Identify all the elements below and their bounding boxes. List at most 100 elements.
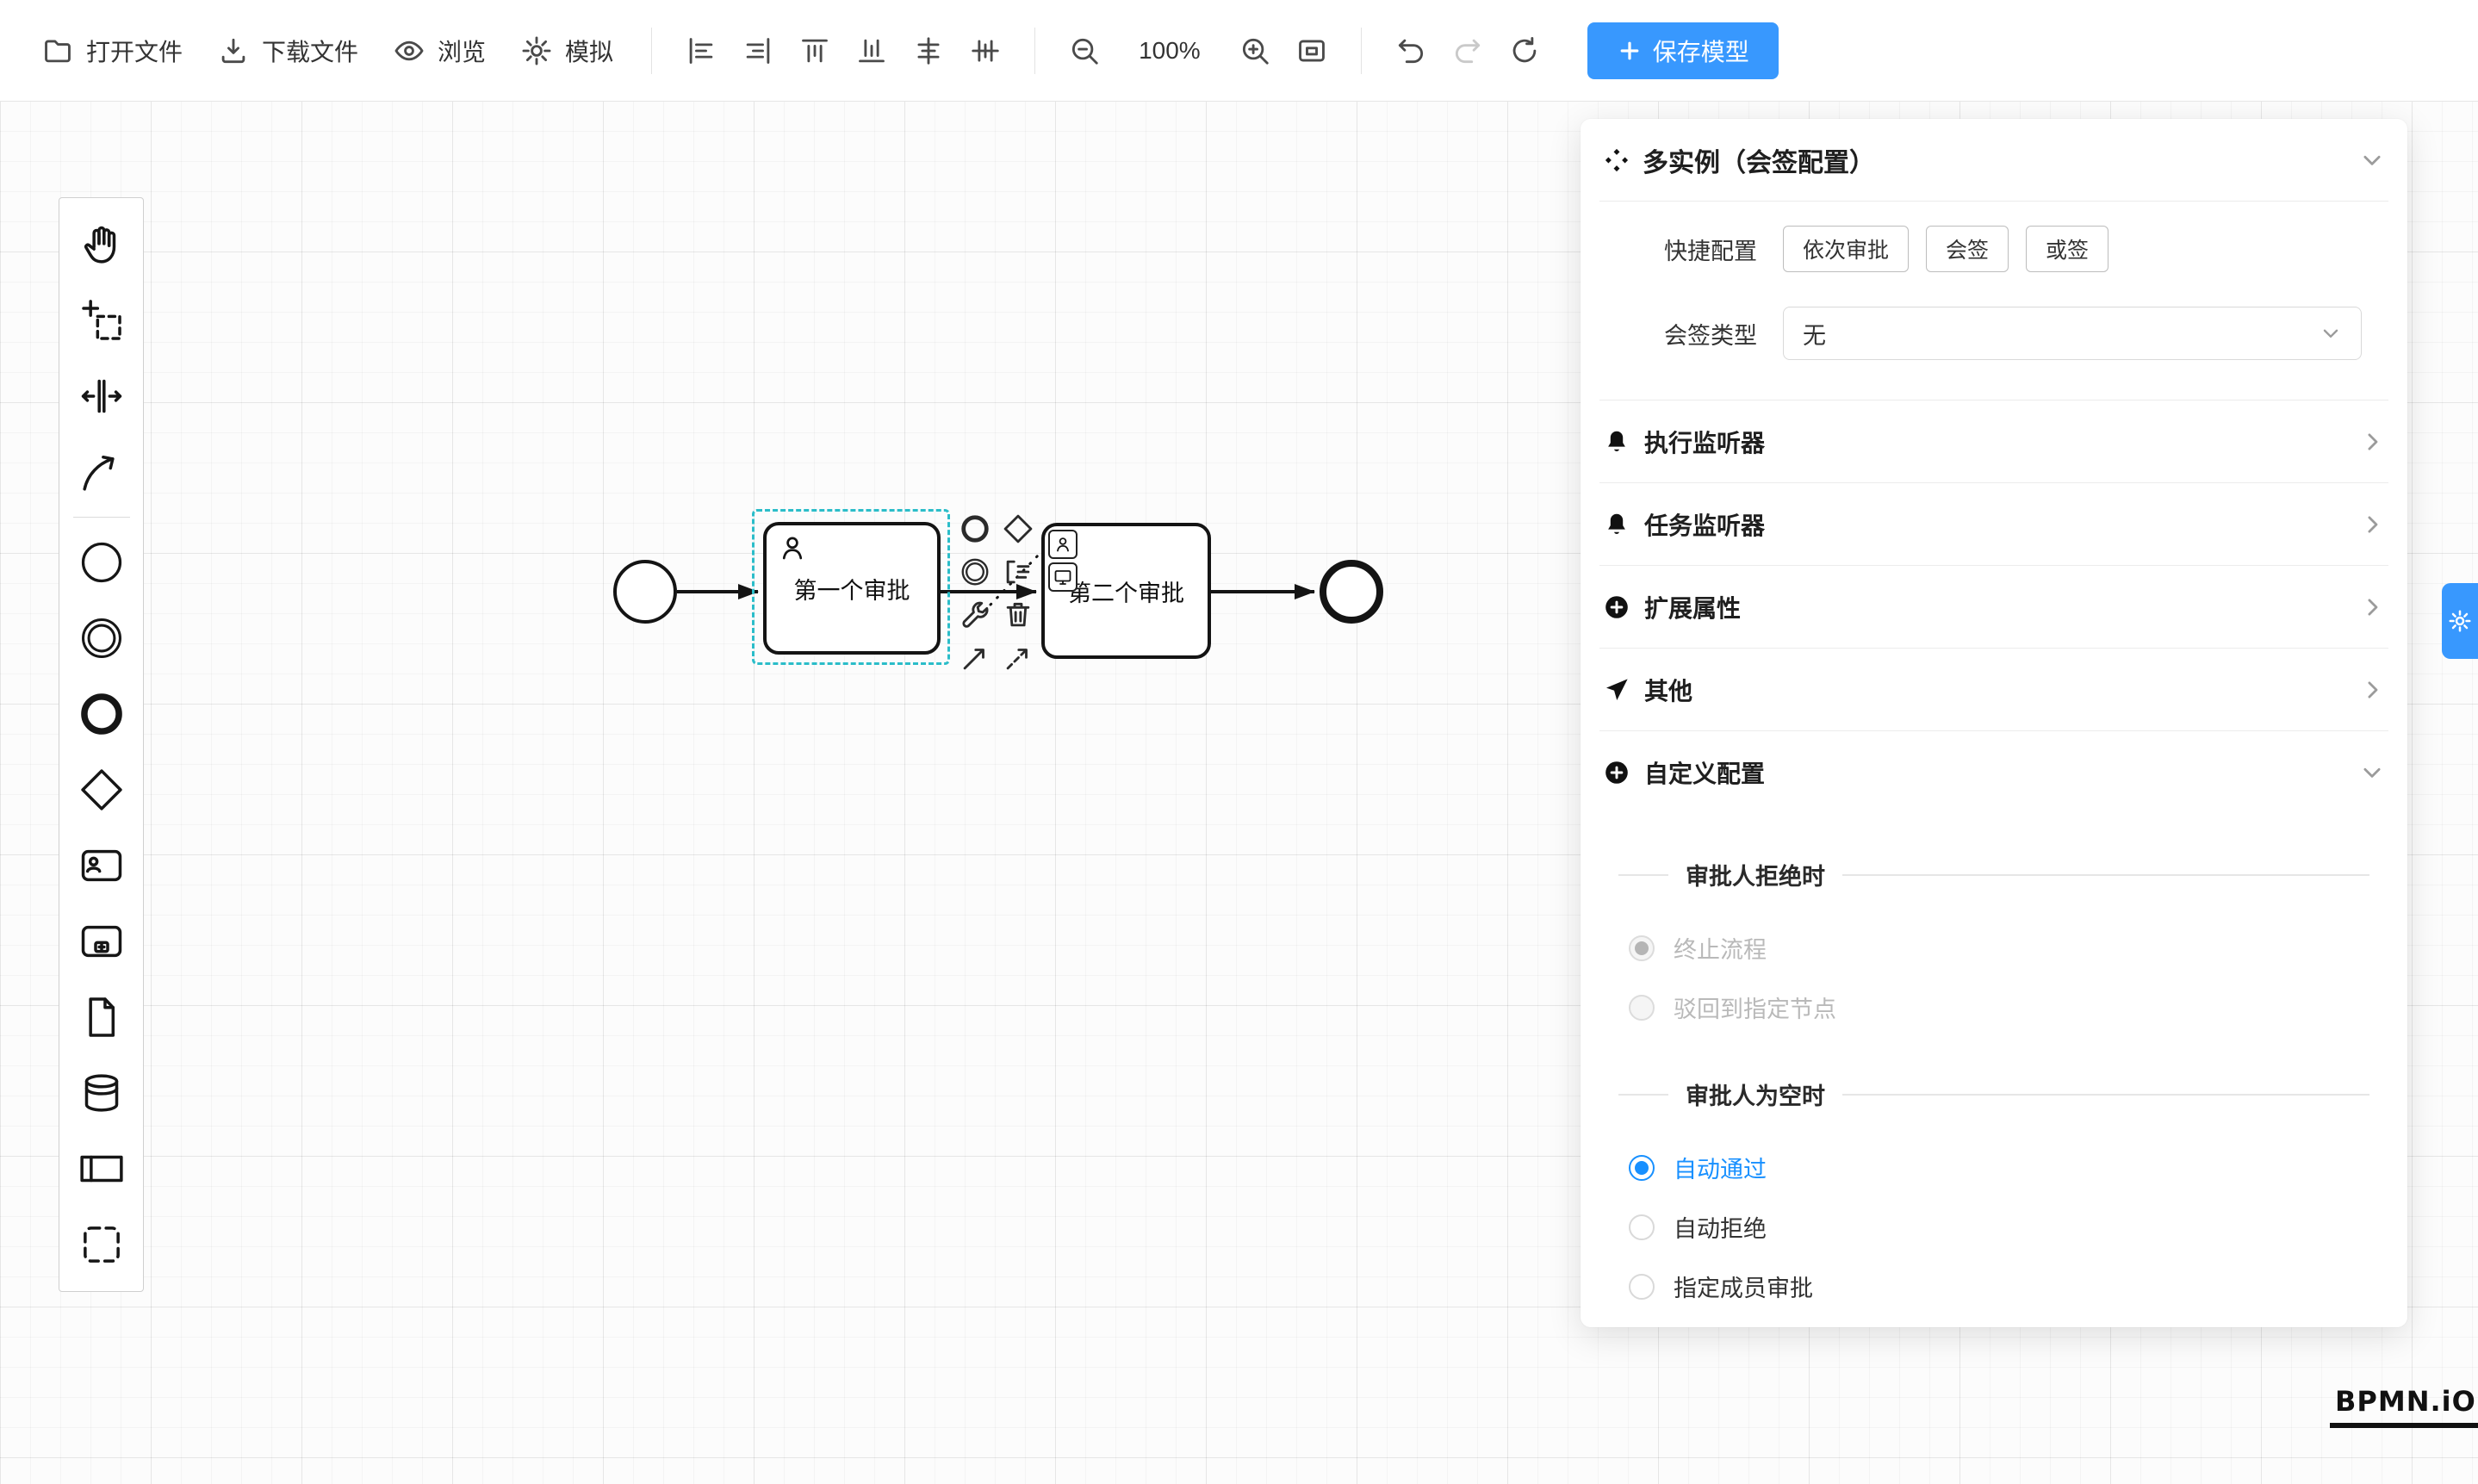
divider xyxy=(1599,201,2388,202)
radio-button[interactable] xyxy=(1629,1214,1655,1240)
chevron-right-icon xyxy=(2359,429,2385,455)
chip-sequential-approval[interactable]: 依次审批 xyxy=(1783,226,1910,272)
chevron-right-icon xyxy=(2359,512,2385,537)
task-label: 第一个审批 xyxy=(793,577,910,604)
sign-type-row: 会签类型 无 xyxy=(1581,307,2407,360)
lasso-tool[interactable] xyxy=(60,283,142,358)
participant-icon xyxy=(79,1155,123,1183)
section-multi-instance[interactable]: 多实例（会签配置） xyxy=(1581,119,2407,201)
sign-type-select[interactable]: 无 xyxy=(1783,307,2362,360)
create-group[interactable] xyxy=(60,1207,142,1282)
top-toolbar: 打开文件 下载文件 浏览 模拟 100% xyxy=(0,0,2478,102)
chip-or-sign[interactable]: 或签 xyxy=(2026,226,2109,272)
section-other[interactable]: 其他 xyxy=(1581,649,2407,730)
undo-button[interactable] xyxy=(1382,22,1439,79)
refresh-button[interactable] xyxy=(1496,22,1553,79)
start-event-icon xyxy=(81,542,121,583)
download-file-button[interactable]: 下载文件 xyxy=(200,20,376,82)
radio-auto-reject[interactable]: 自动拒绝 xyxy=(1581,1210,2407,1244)
global-connect-tool[interactable] xyxy=(60,434,142,510)
preview-button[interactable]: 浏览 xyxy=(376,20,503,82)
connect-arrow-icon xyxy=(82,455,115,491)
simulate-button[interactable]: 模拟 xyxy=(503,20,630,82)
save-model-button[interactable]: 保存模型 xyxy=(1587,22,1779,79)
divider xyxy=(1599,482,2388,483)
gear-icon xyxy=(522,36,551,65)
divider-empty-title: 审批人为空时 xyxy=(1581,1077,2407,1111)
radio-button xyxy=(1629,994,1655,1021)
connect-button[interactable] xyxy=(956,639,994,677)
radio-auto-pass[interactable]: 自动通过 xyxy=(1581,1151,2407,1184)
align-left-button[interactable] xyxy=(673,22,730,79)
start-event-shape[interactable] xyxy=(613,560,677,624)
append-gateway-button[interactable] xyxy=(999,510,1037,548)
eye-icon xyxy=(394,40,424,60)
append-intermediate-event-button[interactable] xyxy=(956,553,994,591)
append-annotation-button[interactable] xyxy=(999,553,1037,591)
task-second-approval[interactable]: 第二个审批 xyxy=(1041,523,1211,659)
end-event-shape[interactable] xyxy=(1320,560,1383,624)
association-button[interactable] xyxy=(999,639,1037,677)
toolbar-divider xyxy=(1034,27,1036,74)
end-event-icon xyxy=(961,515,989,543)
radio-label: 驳回到指定节点 xyxy=(1674,997,1836,1022)
align-bottom-button[interactable] xyxy=(843,22,900,79)
section-execution-listener[interactable]: 执行监听器 xyxy=(1581,400,2407,482)
divider xyxy=(1599,648,2388,649)
create-intermediate-event[interactable] xyxy=(60,600,142,676)
simulate-label: 模拟 xyxy=(565,38,614,65)
quick-config-label: 快捷配置 xyxy=(1664,238,1757,264)
fit-view-button[interactable] xyxy=(1283,22,1340,79)
change-type-button[interactable] xyxy=(956,596,994,634)
chevron-down-icon xyxy=(2320,322,2342,345)
chip-countersign[interactable]: 会签 xyxy=(1926,226,2009,272)
radio-button[interactable] xyxy=(1629,1273,1655,1300)
zoom-in-button[interactable] xyxy=(1227,22,1283,79)
open-file-label: 打开文件 xyxy=(86,38,183,65)
create-participant[interactable] xyxy=(60,1131,142,1207)
hand-tool[interactable] xyxy=(60,207,142,283)
create-data-store[interactable] xyxy=(60,1055,142,1131)
panel-toggle-tab[interactable] xyxy=(2442,583,2478,659)
section-task-listener[interactable]: 任务监听器 xyxy=(1581,483,2407,565)
empty-title: 审批人为空时 xyxy=(1686,1084,1825,1109)
chevron-right-icon xyxy=(2359,677,2385,703)
create-start-event[interactable] xyxy=(60,525,142,600)
create-end-event[interactable] xyxy=(60,676,142,752)
download-icon xyxy=(221,38,245,63)
zoom-out-icon xyxy=(1071,38,1098,65)
preview-label: 浏览 xyxy=(438,38,487,65)
task-first-approval[interactable]: 第一个审批 xyxy=(763,522,941,655)
create-data-object[interactable] xyxy=(60,979,142,1055)
divider xyxy=(1599,730,2388,731)
toolbar-divider xyxy=(651,27,653,74)
quick-config-options: 依次审批 会签 或签 xyxy=(1783,226,2109,272)
delete-button[interactable] xyxy=(999,596,1037,634)
create-gateway[interactable] xyxy=(60,752,142,828)
section-label: 任务监听器 xyxy=(1644,512,1766,539)
zoom-in-icon xyxy=(1242,38,1269,65)
radio-terminate-process: 终止流程 xyxy=(1581,931,2407,965)
radio-button[interactable] xyxy=(1629,1154,1655,1181)
hand-icon xyxy=(84,226,115,264)
align-top-button[interactable] xyxy=(786,22,843,79)
bpmn-io-logo[interactable]: BPMN.iO xyxy=(2330,1385,2478,1428)
dashed-arrow-icon xyxy=(1006,649,1028,670)
align-right-button[interactable] xyxy=(730,22,786,79)
zoom-out-button[interactable] xyxy=(1056,22,1113,79)
align-center-vertical-button[interactable] xyxy=(957,22,1014,79)
append-end-event-button[interactable] xyxy=(956,510,994,548)
align-center-horizontal-button[interactable] xyxy=(900,22,957,79)
plus-icon xyxy=(1620,41,1639,59)
section-extended-properties[interactable]: 扩展属性 xyxy=(1581,566,2407,648)
create-subprocess[interactable] xyxy=(60,903,142,979)
create-user-task[interactable] xyxy=(60,828,142,903)
section-custom-config[interactable]: 自定义配置 xyxy=(1581,731,2407,813)
space-tool-icon xyxy=(81,379,121,413)
bell-icon xyxy=(1608,431,1625,451)
redo-button[interactable] xyxy=(1439,22,1496,79)
space-tool[interactable] xyxy=(60,358,142,434)
open-file-button[interactable]: 打开文件 xyxy=(24,20,200,82)
radio-specified-member[interactable]: 指定成员审批 xyxy=(1581,1270,2407,1303)
redo-icon xyxy=(1455,39,1480,63)
